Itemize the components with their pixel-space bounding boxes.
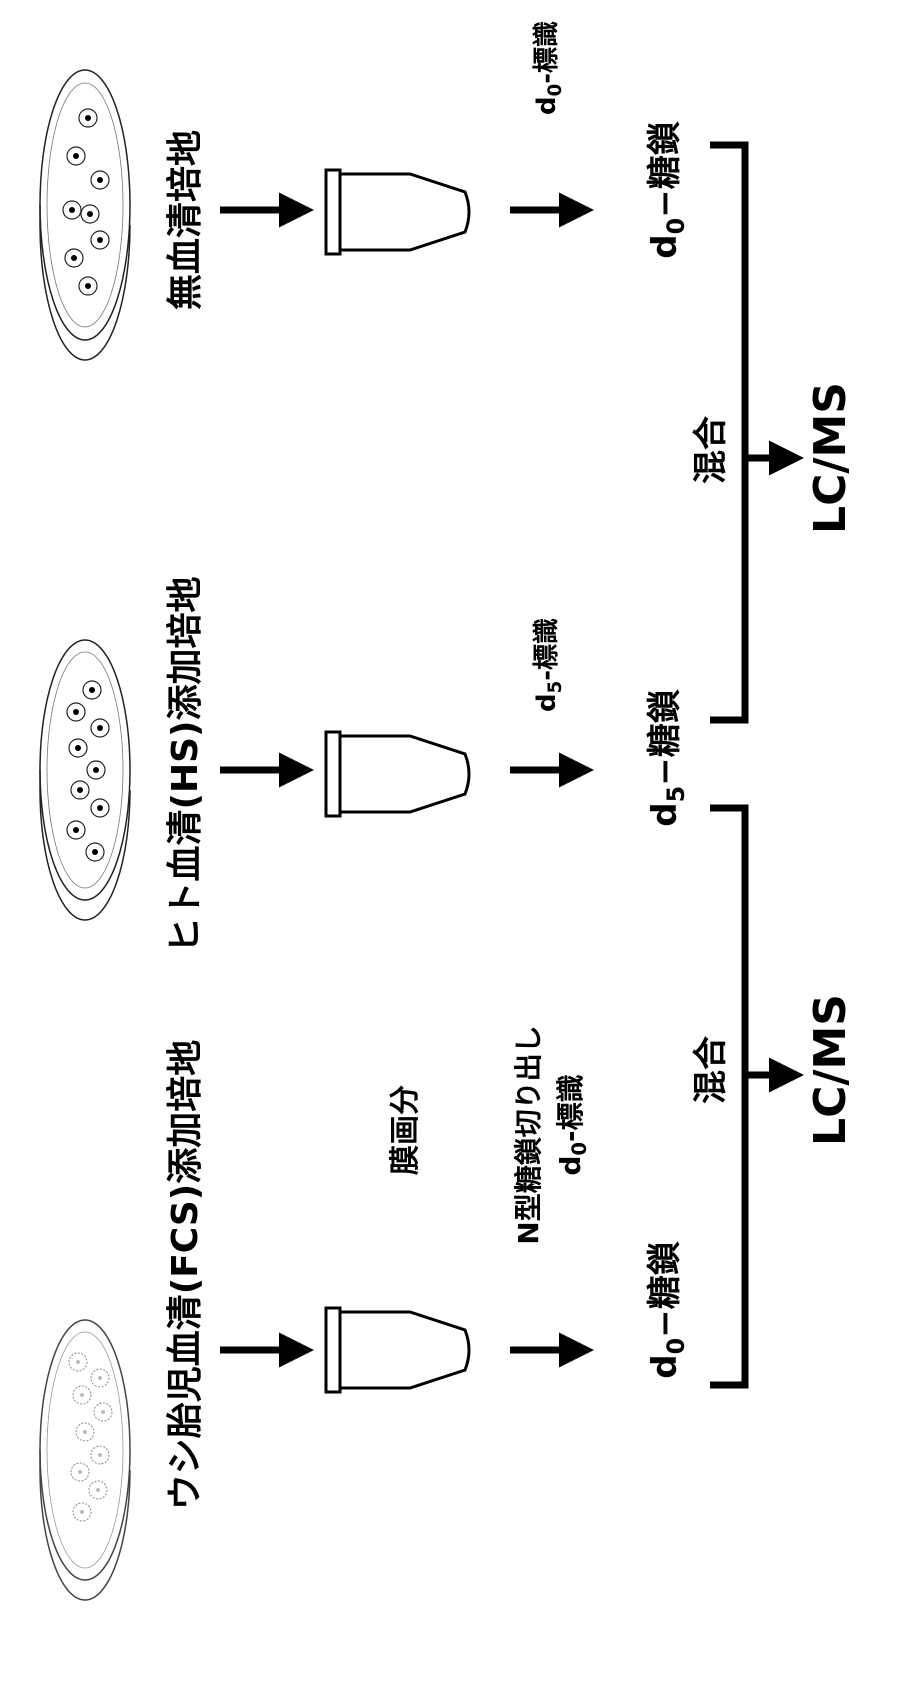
- petri-dish-fcs-icon: [40, 1320, 130, 1600]
- glycan-label-hs: d5−糖鎖: [645, 689, 690, 826]
- tag-d0-labeling: d0-標識: [532, 21, 566, 115]
- tag-d5-labeling: d5-標識: [532, 618, 566, 712]
- step-n-glycan-release: N型糖鎖切り出し: [512, 1025, 545, 1244]
- step-d0-labeling: d0-標識: [554, 1074, 591, 1175]
- glycan-label-serum-free: d0−糖鎖: [645, 121, 690, 258]
- mix-label-right: 混合: [691, 416, 731, 484]
- tube-hs-icon: [326, 732, 469, 816]
- mix-label-left: 混合: [691, 1036, 731, 1104]
- medium-label-hs: ヒト血清(HS)添加培地: [165, 577, 206, 954]
- medium-label-serum-free: 無血清培地: [165, 130, 206, 310]
- lcms-label-left: LC/MS: [805, 994, 856, 1146]
- tube-fcs-icon: [326, 1308, 469, 1392]
- glycan-label-fcs: d0−糖鎖: [645, 1241, 690, 1378]
- lcms-label-right: LC/MS: [805, 382, 856, 534]
- petri-dish-hs-icon: [40, 640, 130, 920]
- tube-serum-free-icon: [326, 170, 469, 254]
- petri-dish-serum-free-icon: [40, 70, 130, 360]
- medium-label-fcs: ウシ胎児血清(FCS)添加培地: [165, 1040, 206, 1511]
- step-membrane-fraction: 膜画分: [388, 1085, 423, 1175]
